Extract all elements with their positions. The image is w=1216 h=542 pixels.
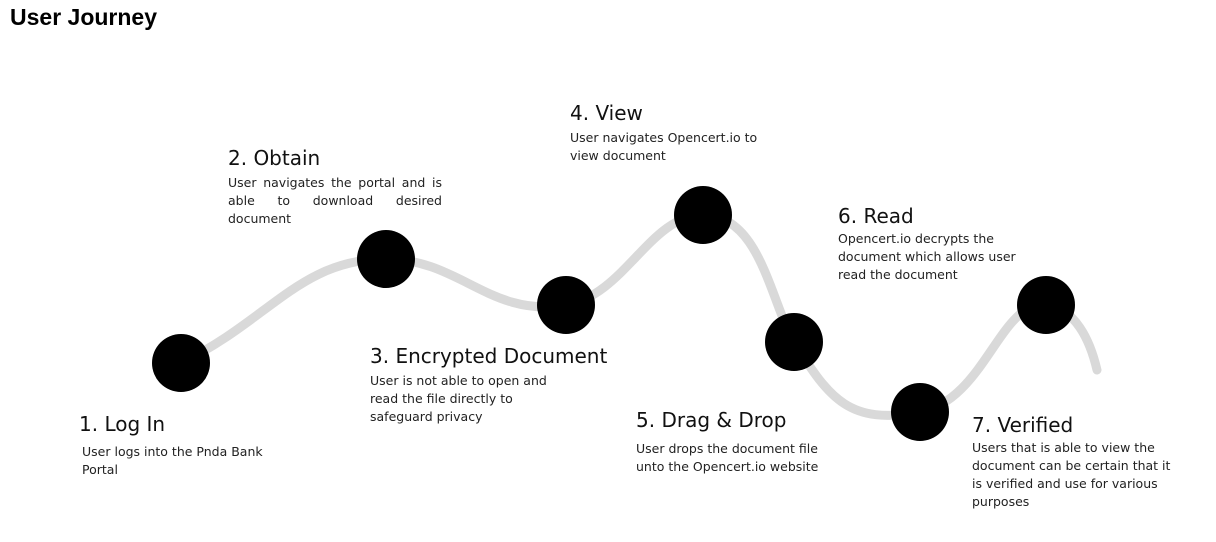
- step-heading: 2. Obtain: [228, 146, 321, 170]
- step-2: 2. Obtain User navigates the portal and …: [228, 145, 442, 228]
- step-heading: 1. Log In: [79, 412, 166, 436]
- step-node-1: [152, 334, 210, 392]
- step-description: User drops the document file unto the Op…: [636, 441, 819, 474]
- step-node-6: [891, 383, 949, 441]
- step-4: 4. View User navigates Opencert.io to vi…: [570, 100, 780, 165]
- step-description: User is not able to open and read the fi…: [370, 373, 547, 424]
- step-heading: 6. Read: [838, 204, 914, 228]
- step-description: User logs into the Pnda Bank Portal: [82, 444, 263, 477]
- step-6: 6. Read Opencert.io decrypts the documen…: [838, 203, 1043, 284]
- step-description: User navigates Opencert.io to view docum…: [570, 130, 758, 163]
- page-title: User Journey: [10, 4, 158, 30]
- step-description: Users that is able to view the document …: [972, 440, 1171, 509]
- step-heading: 5. Drag & Drop: [636, 408, 787, 432]
- step-node-4: [674, 186, 732, 244]
- step-node-5: [765, 313, 823, 371]
- step-3: 3. Encrypted Document User is not able t…: [370, 343, 650, 426]
- step-5: 5. Drag & Drop User drops the document f…: [636, 407, 846, 476]
- step-heading: 4. View: [570, 101, 643, 125]
- step-description: Opencert.io decrypts the document which …: [838, 231, 1016, 282]
- step-description: User navigates the portal and is able to…: [228, 175, 442, 226]
- step-node-3: [537, 276, 595, 334]
- step-node-7: [1017, 276, 1075, 334]
- step-node-2: [357, 230, 415, 288]
- step-7: 7. Verified Users that is able to view t…: [972, 412, 1177, 511]
- step-1: 1. Log In User logs into the Pnda Bank P…: [79, 411, 299, 479]
- step-heading: 3. Encrypted Document: [370, 344, 608, 368]
- step-heading: 7. Verified: [972, 413, 1074, 437]
